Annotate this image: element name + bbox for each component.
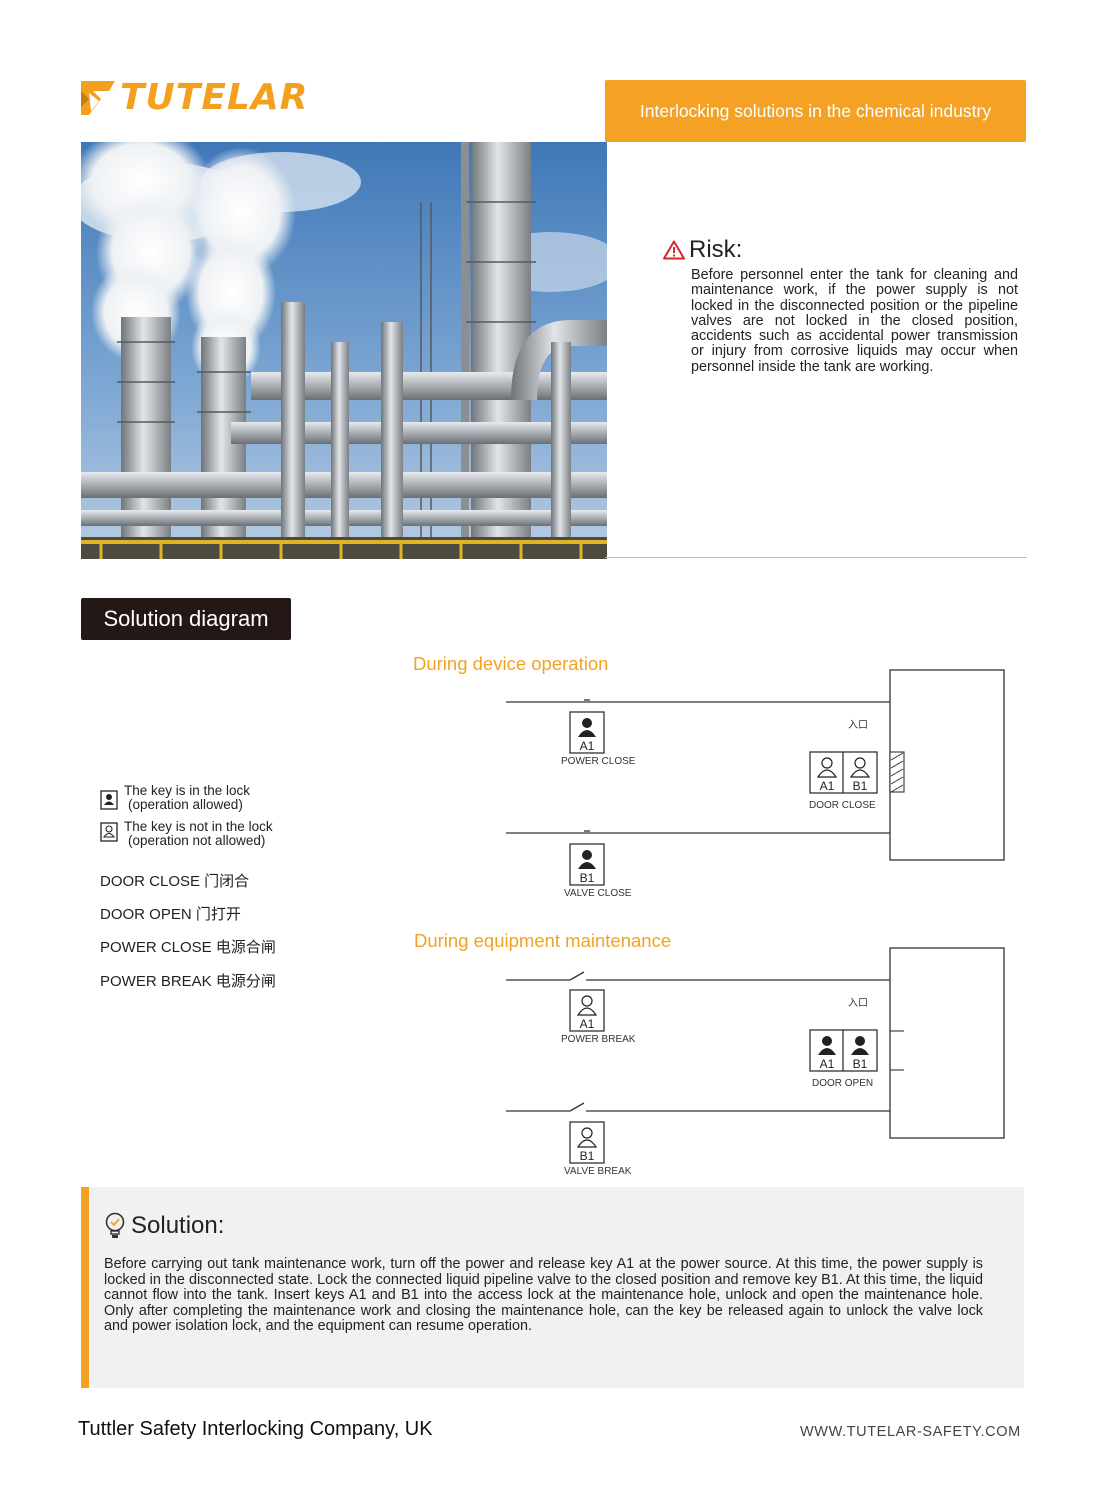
warning-triangle-icon [663, 240, 685, 260]
legend-key-in-lock: The key is in the lock (operation allowe… [100, 784, 250, 812]
maintenance-door-key-a: A1 [820, 1057, 835, 1071]
solution-description: Before carrying out tank maintenance wor… [104, 1256, 983, 1334]
legend-key-not-in-lock: The key is not in the lock (operation no… [100, 820, 273, 848]
term-door-open: DOOR OPEN 门打开 [100, 906, 241, 923]
maintenance-power-lock: A1 [569, 989, 605, 1032]
refinery-photo [81, 142, 607, 559]
operation-entrance-label: 入口 [848, 720, 868, 731]
maintenance-door-lock: A1 B1 [809, 1029, 878, 1072]
maintenance-diagram: 入口 A1 POWER BREAK B1 VALVE BREAK A1 B1 D… [506, 947, 1005, 1177]
brand-name: TUTELAR [120, 77, 309, 118]
refinery-illustration [81, 142, 607, 559]
solution-panel [81, 1187, 1024, 1388]
key-not-in-lock-icon [100, 822, 118, 842]
banner-title: Interlocking solutions in the chemical i… [639, 100, 992, 121]
operation-door-key-b: B1 [853, 779, 868, 793]
operation-valve-lock: B1 [569, 843, 605, 886]
term-door-close: DOOR CLOSE 门闭合 [100, 873, 250, 890]
logo-mark-icon [81, 81, 115, 115]
section-divider [605, 557, 1027, 558]
solution-heading: Solution: [104, 1212, 224, 1240]
operation-diagram: 入口 A1 POWER CLOSE B1 VALVE CLOSE A1 B1 D… [506, 669, 1005, 899]
risk-heading: Risk: [663, 236, 742, 264]
term-power-break: POWER BREAK 电源分闸 [100, 973, 276, 990]
maintenance-power-key: A1 [580, 1017, 595, 1031]
risk-title: Risk: [689, 236, 743, 263]
operation-door-label: DOOR CLOSE [809, 800, 876, 811]
key-in-lock-icon [100, 790, 118, 810]
operation-valve-label: VALVE CLOSE [564, 888, 632, 899]
maintenance-title: During equipment maintenance [414, 930, 672, 951]
maintenance-valve-label: VALVE BREAK [564, 1166, 632, 1177]
brand-logo: TUTELAR [79, 78, 308, 118]
operation-power-key: A1 [580, 739, 595, 753]
legend-key-not-in-lock-line1: The key is not in the lock [124, 819, 273, 834]
legend-key-in-lock-line2: (operation allowed) [128, 797, 243, 812]
maintenance-valve-lock: B1 [569, 1121, 605, 1164]
lightbulb-icon [105, 1212, 125, 1238]
maintenance-door-label: DOOR OPEN [812, 1078, 873, 1089]
page-banner: Interlocking solutions in the chemical i… [605, 80, 1026, 142]
solution-diagram-label-text: Solution diagram [103, 606, 269, 631]
term-power-close: POWER CLOSE 电源合闸 [100, 939, 276, 956]
operation-valve-key: B1 [580, 871, 595, 885]
maintenance-door-key-b: B1 [853, 1057, 868, 1071]
operation-power-lock: A1 [569, 711, 605, 754]
footer-website[interactable]: WWW.TUTELAR-SAFETY.COM [800, 1424, 1021, 1440]
operation-title: During device operation [413, 653, 609, 674]
solution-title: Solution: [131, 1212, 225, 1239]
maintenance-valve-key: B1 [580, 1149, 595, 1163]
solution-diagram-label: Solution diagram [81, 598, 291, 640]
operation-door-key-a: A1 [820, 779, 835, 793]
operation-power-label: POWER CLOSE [561, 756, 636, 767]
operation-door-lock: A1 B1 [809, 751, 878, 794]
maintenance-entrance-label: 入口 [848, 998, 868, 1009]
maintenance-power-label: POWER BREAK [561, 1034, 636, 1045]
footer-company: Tuttler Safety Interlocking Company, UK [78, 1418, 433, 1440]
legend-key-in-lock-line1: The key is in the lock [124, 783, 251, 798]
risk-description: Before personnel enter the tank for clea… [691, 267, 1018, 375]
legend-key-not-in-lock-line2: (operation not allowed) [128, 833, 266, 848]
